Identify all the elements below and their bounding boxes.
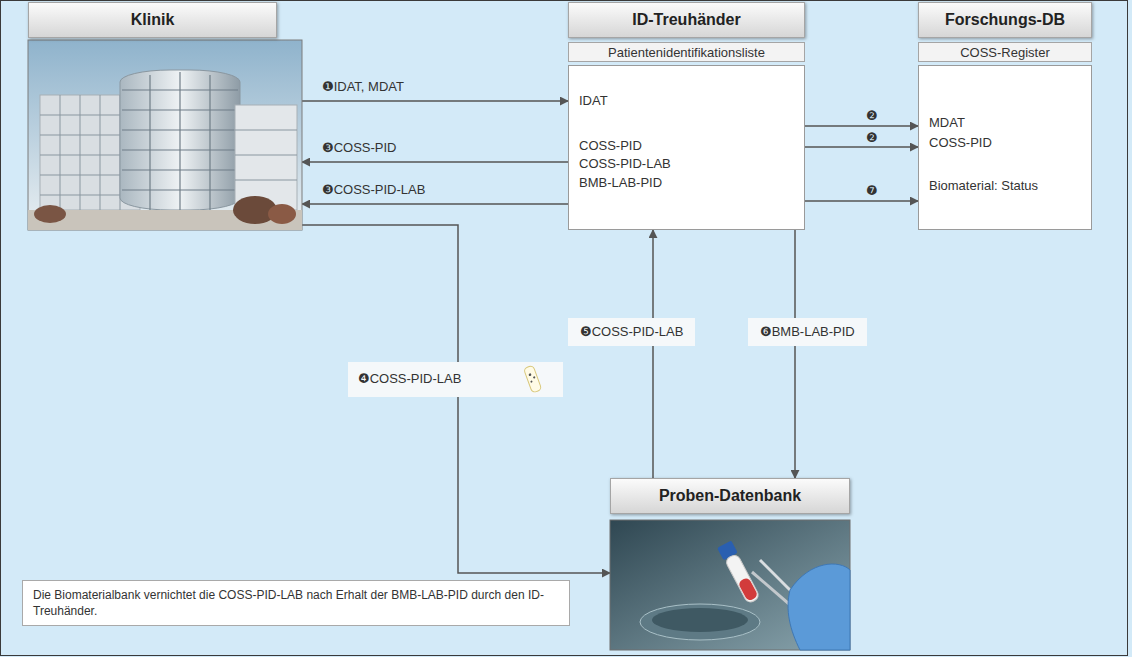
actor-node: MDAT COSS-PID Biomaterial: Status Forschung…	[918, 2, 1092, 230]
connector-arrow	[302, 100, 568, 102]
clinic-illustration	[28, 40, 302, 230]
list-box: IDAT COSS-PID COSS-PID-LAB BMB-LAB-PID	[568, 65, 805, 230]
node-title: Klinik	[28, 2, 277, 38]
list-item: IDAT	[579, 93, 608, 109]
edge-label: ❷	[866, 131, 878, 145]
node-title: Forschungs-DB	[918, 2, 1092, 38]
note-box: Die Biomaterialbank vernichtet die COSS-…	[22, 580, 570, 626]
connector-arrow	[805, 200, 918, 202]
node-title: ID-Treuhänder	[568, 2, 805, 38]
edge-label: ❶IDAT, MDAT	[322, 80, 404, 94]
edge-label: ❹COSS-PID-LAB	[358, 372, 461, 386]
actor-node: Klinik	[28, 2, 302, 230]
actor-node: IDAT COSS-PID COSS-PID-LAB BMB-LAB-PID ID-Tr…	[568, 2, 805, 230]
list-item: Biomaterial: Status	[929, 178, 1038, 194]
lab-illustration	[610, 520, 850, 650]
node-title: Proben-Datenbank	[610, 478, 850, 514]
connector-arrow	[302, 203, 568, 205]
connector-arrow	[302, 225, 610, 573]
edge-label: ❻BMB-LAB-PID	[748, 318, 867, 346]
note-text: Die Biomaterialbank vernichtet die COSS-…	[33, 587, 559, 619]
edge-label: ❸COSS-PID	[322, 141, 397, 155]
node-subtitle: Patientenidentifikationsliste	[568, 42, 805, 62]
connector-arrow	[794, 230, 796, 478]
connector-arrow	[302, 161, 568, 163]
tube-icon	[524, 365, 542, 393]
connector-arrow	[805, 146, 918, 148]
edge-label: ❸COSS-PID-LAB	[322, 183, 425, 197]
actor-node: Proben-Datenbank	[610, 478, 850, 650]
edge-label: ❺COSS-PID-LAB	[568, 318, 695, 346]
list-item: BMB-LAB-PID	[579, 175, 662, 191]
list-box: MDAT COSS-PID Biomaterial: Status	[918, 65, 1092, 230]
edge-label: ❼	[866, 184, 878, 198]
edge-label: ❷	[866, 109, 878, 123]
node-subtitle: COSS-Register	[918, 42, 1092, 62]
list-item: MDAT	[929, 115, 965, 131]
list-item: COSS-PID-LAB	[579, 156, 671, 172]
connector-arrow	[652, 230, 654, 478]
label-patch	[348, 362, 563, 397]
list-item: COSS-PID	[929, 135, 992, 151]
list-item: COSS-PID	[579, 138, 642, 154]
connector-arrow	[805, 125, 918, 127]
